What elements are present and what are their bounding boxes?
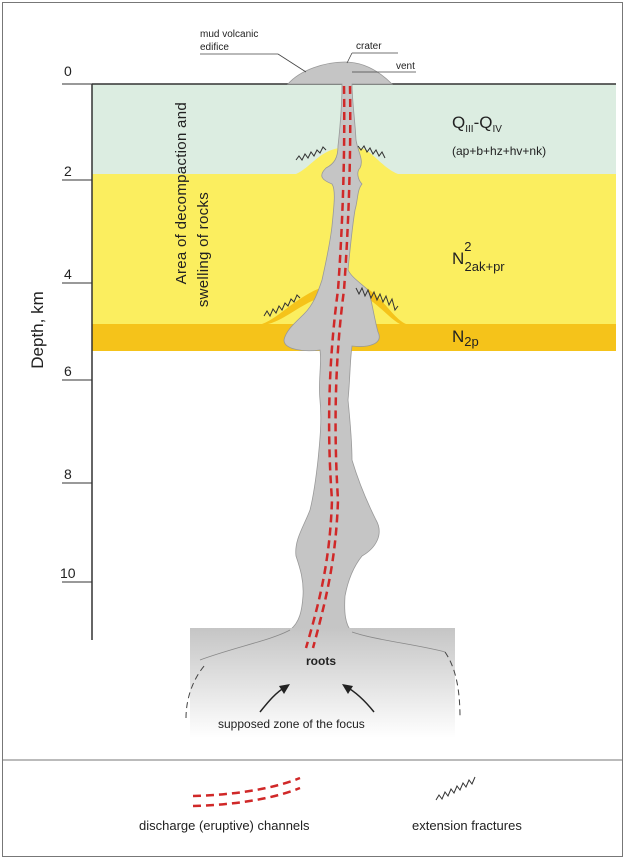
legend-fractures-label: extension fractures [412, 818, 522, 833]
tick-0: 0 [64, 63, 72, 79]
label-roots: roots [306, 654, 336, 668]
label-mud-volcanic-edifice-1: mud volcanic [200, 29, 258, 40]
legend-channel-symbol [193, 778, 300, 806]
unit-quaternary-note: (ap+b+hz+hv+nk) [452, 144, 546, 158]
tick-6: 6 [64, 363, 72, 379]
label-mud-volcanic-edifice-2: edifice [200, 42, 229, 53]
legend-channels-label: discharge (eruptive) channels [139, 818, 310, 833]
tick-4: 4 [64, 266, 72, 282]
label-decompaction-2: swelling of rocks [195, 192, 212, 307]
tick-8: 8 [64, 466, 72, 482]
label-focus: supposed zone of the focus [218, 717, 365, 731]
label-vent: vent [396, 61, 415, 72]
tick-2: 2 [64, 163, 72, 179]
leader-crater-2 [347, 53, 352, 63]
depth-ticks [62, 84, 92, 582]
label-decompaction-1: Area of decompaction and [173, 102, 190, 284]
label-crater: crater [356, 41, 382, 52]
axis-label-depth: Depth, km [28, 291, 47, 368]
legend-fracture-symbol [436, 777, 475, 800]
leader-edifice-2 [278, 54, 306, 72]
tick-10: 10 [60, 565, 76, 581]
